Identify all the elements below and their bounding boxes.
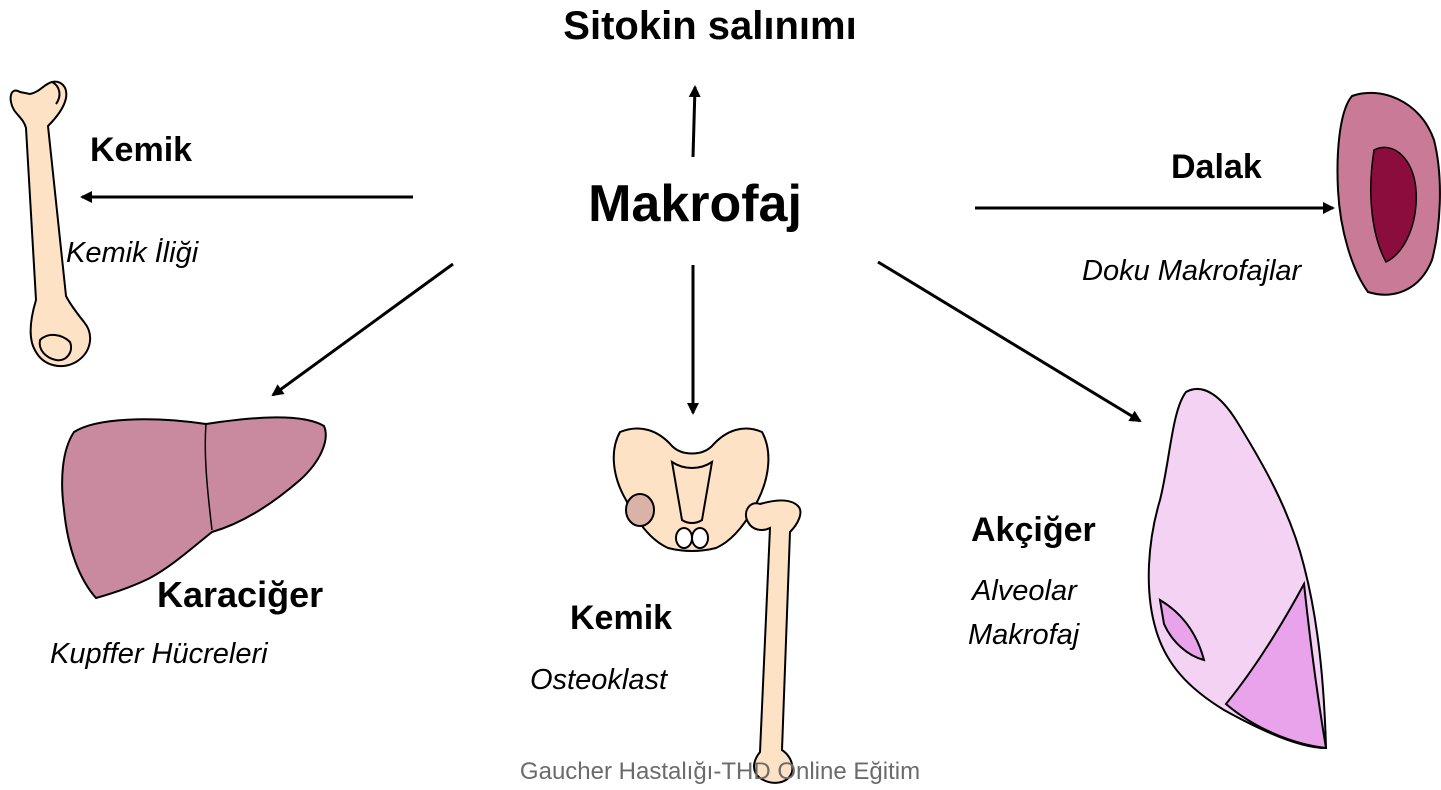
pelvis-bone-sublabel: Osteoklast [530, 664, 667, 697]
center-node-label: Makrofaj [555, 174, 835, 234]
lung-label: Akçiğer [971, 511, 1096, 550]
spleen-icon [1338, 93, 1440, 295]
arrow-to-cytokine [693, 87, 695, 157]
diagram-title: Sitokin salınımı [510, 4, 910, 49]
bone-marrow-sublabel: Kemik İliği [66, 237, 198, 270]
bone-marrow-label: Kemik [90, 131, 192, 170]
lung-sublabel-line1: Alveolar [972, 575, 1077, 608]
femur-icon [11, 82, 90, 366]
spleen-sublabel: Doku Makrofajlar [1082, 255, 1301, 288]
arrow-to-liver [273, 264, 453, 395]
lung-icon [1149, 389, 1326, 748]
footer-text: Gaucher Hastalığı-THD Online Eğitim [420, 758, 1020, 786]
liver-label: Karaciğer [157, 574, 323, 616]
liver-sublabel: Kupffer Hücreleri [50, 638, 268, 671]
pelvis-bone-label: Kemik [570, 599, 672, 638]
liver-icon [62, 417, 326, 598]
spleen-label: Dalak [1171, 148, 1262, 187]
lung-sublabel-line2: Makrofaj [968, 619, 1079, 652]
